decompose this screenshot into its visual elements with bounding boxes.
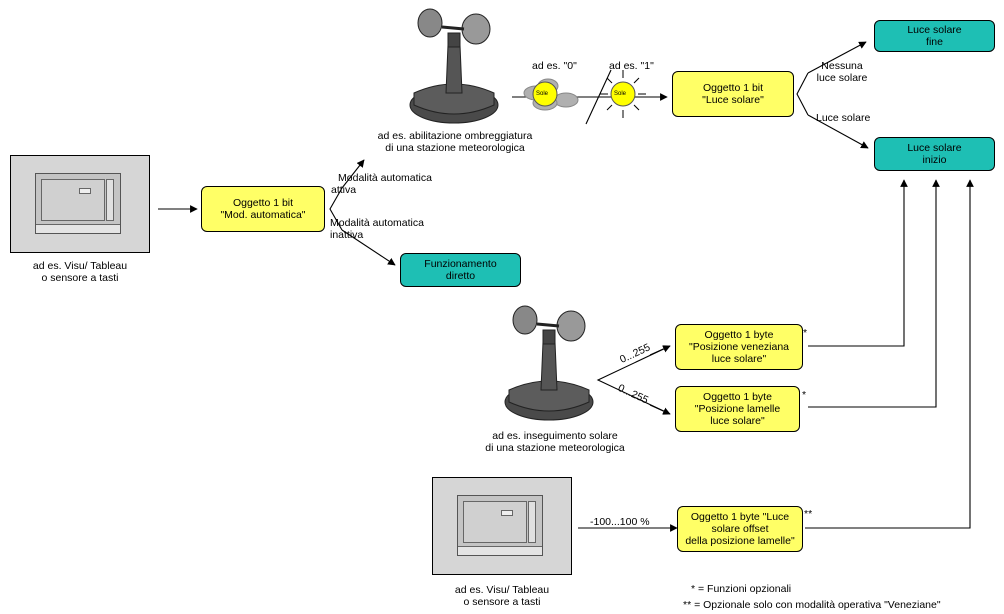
visu-panel-icon-bottom: [432, 477, 572, 575]
label-range-offset: -100...100 %: [590, 516, 650, 528]
node-lamelle-line1: Oggetto 1 byte: [703, 391, 772, 403]
label-es-zero: ad es. "0": [532, 60, 577, 72]
marker-offset: **: [804, 508, 813, 520]
caption-visu-top-line1: ad es. Visu/ Tableau: [32, 260, 128, 272]
label-auto-inattiva-line1: Modalità automatica: [330, 217, 424, 229]
weather-station-icon: [409, 8, 499, 124]
branch-mod-auto: [329, 187, 343, 231]
node-mod-automatica-line2: "Mod. automatica": [220, 209, 306, 221]
node-funzionamento-diretto: Funzionamento diretto: [400, 253, 521, 287]
legend-optional: * = Funzioni opzionali: [691, 583, 792, 595]
node-offset-line1: Oggetto 1 byte "Luce: [690, 511, 790, 523]
label-luce-solare-edge: Luce solare: [816, 112, 871, 124]
marker-veneziana: *: [803, 327, 808, 339]
caption-visu-top: ad es. Visu/ Tableau o sensore a tasti: [10, 260, 150, 284]
node-offset-line2: solare offset: [711, 523, 769, 535]
label-es-uno: ad es. "1": [609, 60, 654, 72]
node-luce-solare-line1: Oggetto 1 bit: [702, 82, 764, 94]
arrow-nessuna: [807, 41, 867, 74]
label-auto-attiva-line1: Modalità automatica: [338, 172, 432, 184]
feed-veneziana: [808, 179, 908, 347]
node-lamelle-line2: "Posizione lamelle: [694, 403, 781, 415]
marker-lamelle: *: [802, 389, 807, 401]
node-luce-solare-fine: Luce solare fine: [874, 20, 995, 52]
sun-label-right: Sole: [614, 91, 627, 97]
sun-icon-left: [532, 81, 558, 107]
label-nessuna-line1: Nessuna: [821, 60, 863, 72]
caption-visu-bottom-line1: ad es. Visu/ Tableau: [454, 584, 550, 596]
node-luce-solare-offset: Oggetto 1 byte "Luce solare offset della…: [677, 506, 803, 552]
arrow-range-b: [649, 404, 671, 415]
caption-visu-bottom-line2: o sensore a tasti: [463, 596, 541, 608]
feed-lamelle: [808, 179, 940, 408]
feed-offset: [805, 179, 974, 529]
node-posizione-veneziana: Oggetto 1 byte "Posizione veneziana luce…: [675, 324, 803, 370]
node-inizio-line2: inizio: [922, 154, 947, 166]
label-auto-inattiva-line2: inattiva: [330, 229, 364, 241]
node-fine-line1: Luce solare: [907, 24, 962, 36]
node-posizione-lamelle: Oggetto 1 byte "Posizione lamelle luce s…: [675, 386, 800, 432]
caption-station-top-line1: ad es. abilitazione ombreggiatura: [377, 130, 533, 142]
branch-station-bottom: [596, 345, 671, 415]
arrow-auto-attiva: [341, 159, 365, 189]
node-veneziana-line3: luce solare": [711, 353, 767, 365]
caption-station-bottom-line1: ad es. inseguimento solare: [492, 430, 618, 442]
caption-visu-bottom: ad es. Visu/ Tableau o sensore a tasti: [432, 584, 572, 608]
node-luce-solare: Oggetto 1 bit "Luce solare": [672, 71, 794, 117]
node-lamelle-line3: luce solare": [710, 415, 765, 427]
arrow-auto-inattiva: [341, 229, 396, 266]
node-diretto-line2: diretto: [445, 270, 476, 282]
caption-visu-top-line2: o sensore a tasti: [41, 272, 119, 284]
label-auto-attiva-line2: attiva: [331, 184, 357, 196]
node-veneziana-line1: Oggetto 1 byte: [704, 329, 774, 341]
node-inizio-line1: Luce solare: [907, 142, 962, 154]
node-luce-solare-line2: "Luce solare": [702, 94, 764, 106]
node-diretto-line1: Funzionamento: [424, 258, 497, 270]
legend-venetian-only: ** = Opzionale solo con modalità operati…: [683, 599, 941, 611]
branch-luce-solare: [796, 72, 809, 116]
node-offset-line3: della posizione lamelle": [685, 535, 795, 547]
label-nessuna-luce: Nessuna luce solare: [812, 60, 872, 84]
caption-station-bottom: ad es. inseguimento solare di una stazio…: [460, 430, 650, 454]
node-mod-automatica: Oggetto 1 bit "Mod. automatica": [201, 186, 325, 232]
sun-label-left: Sole: [536, 91, 549, 97]
caption-station-bottom-line2: di una stazione meteorologica: [485, 442, 625, 454]
arrow-luce-solare: [807, 114, 869, 149]
slash-divider: [585, 69, 612, 125]
label-nessuna-line2: luce solare: [816, 72, 868, 84]
weather-station-icon-bottom: [504, 305, 594, 421]
node-luce-solare-inizio: Luce solare inizio: [874, 137, 995, 171]
label-auto-attiva: Modalità automatica attiva: [329, 172, 441, 196]
label-auto-inattiva: Modalità automatica inattiva: [330, 217, 424, 241]
arrow-range-a: [649, 345, 671, 356]
node-mod-automatica-line1: Oggetto 1 bit: [232, 197, 294, 209]
caption-station-top: ad es. abilitazione ombreggiatura di una…: [360, 130, 550, 154]
node-veneziana-line2: "Posizione veneziana: [688, 341, 790, 353]
visu-panel-icon: [10, 155, 150, 253]
sun-icon-right: [600, 70, 646, 118]
caption-station-top-line2: di una stazione meteorologica: [385, 142, 525, 154]
node-fine-line2: fine: [926, 36, 943, 48]
